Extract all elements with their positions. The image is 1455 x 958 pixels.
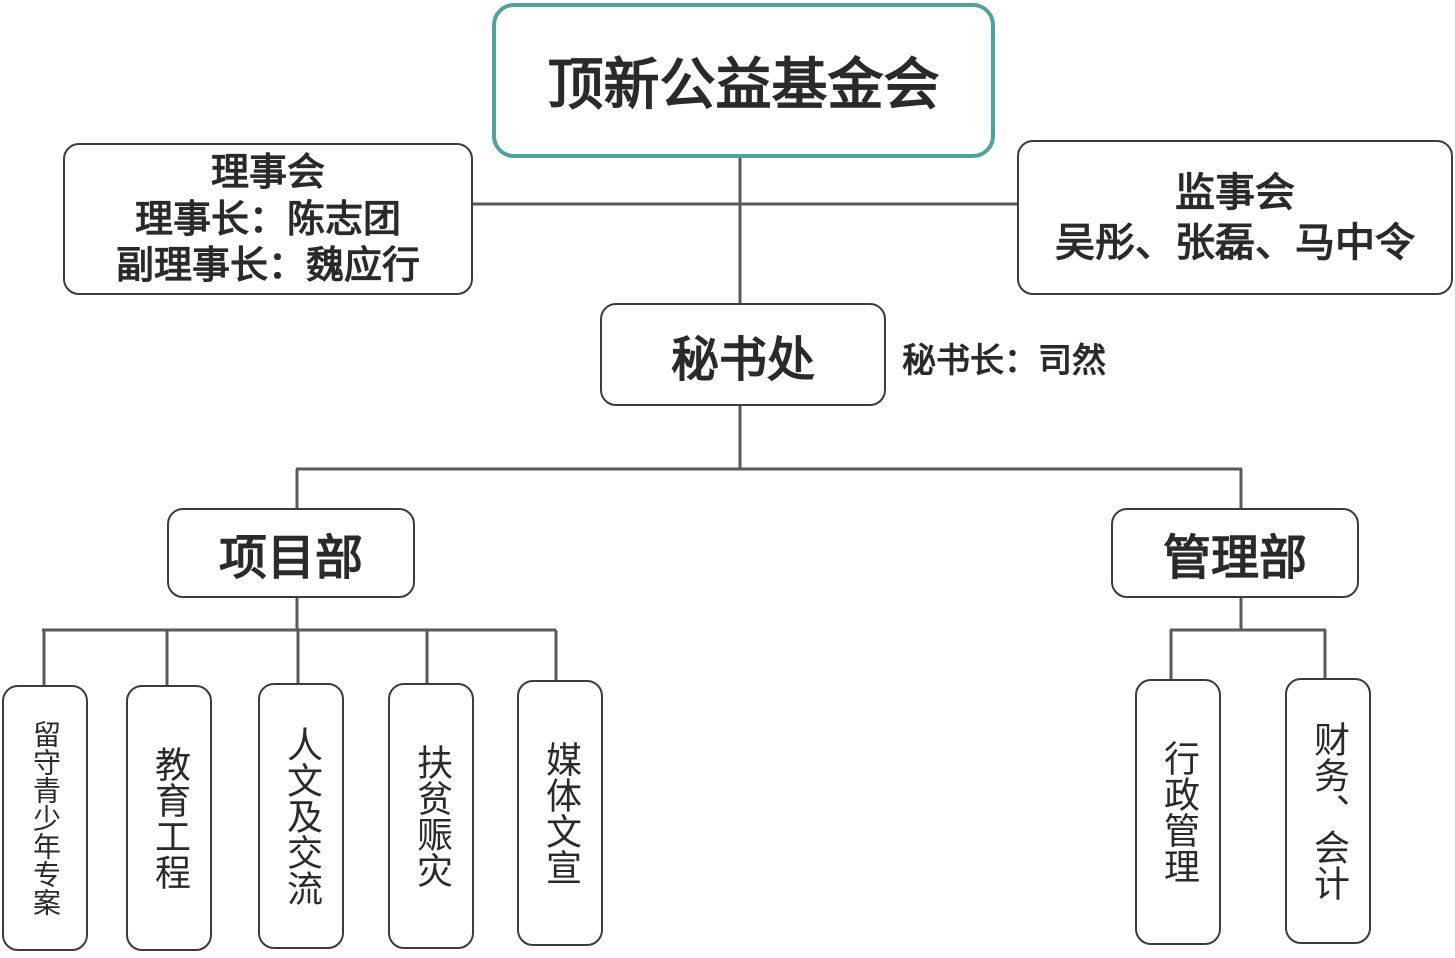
project-unit-label: 扶贫赈灾 (411, 744, 452, 888)
secretary-general-label: 秘书长：司然 (902, 341, 1106, 381)
project-unit-label: 人文及交流 (281, 726, 322, 906)
supervisors-members: 吴彤、张磊、马中令 (1055, 219, 1415, 266)
root-node: 顶新公益基金会 (492, 3, 995, 158)
project-unit-education: 教育工程 (126, 685, 212, 951)
project-unit-culture: 人文及交流 (258, 683, 344, 949)
project-unit-label: 媒体文宣 (540, 741, 581, 885)
board-node: 理事会 理事长：陈志团 副理事长：魏应行 (63, 143, 473, 295)
admin-unit-finance: 财务、会计 (1285, 678, 1371, 944)
admin-unit-administration: 行政管理 (1135, 679, 1221, 945)
project-unit-media: 媒体文宣 (517, 680, 603, 946)
secretariat-node: 秘书处 (600, 303, 886, 406)
root-title: 顶新公益基金会 (547, 53, 940, 118)
board-chair: 理事长：陈志团 (134, 196, 401, 241)
board-title: 理事会 (210, 150, 325, 195)
admin-dept-title: 管理部 (1162, 530, 1307, 586)
supervisors-title: 监事会 (1175, 169, 1295, 216)
secretariat-title: 秘书处 (670, 331, 815, 388)
admin-unit-label: 行政管理 (1158, 740, 1199, 884)
project-unit-poverty: 扶贫赈灾 (388, 683, 474, 949)
admin-dept-node: 管理部 (1111, 508, 1359, 598)
project-unit-youth: 留守青少年专案 (2, 685, 88, 951)
supervisors-node: 监事会 吴彤、张磊、马中令 (1017, 140, 1453, 295)
project-dept-node: 项目部 (167, 508, 415, 598)
admin-unit-label: 财务、会计 (1308, 721, 1349, 901)
project-unit-label: 留守青少年专案 (29, 720, 62, 916)
board-vice-chair: 副理事长：魏应行 (115, 243, 420, 288)
project-dept-title: 项目部 (218, 530, 363, 586)
project-unit-label: 教育工程 (149, 746, 190, 890)
